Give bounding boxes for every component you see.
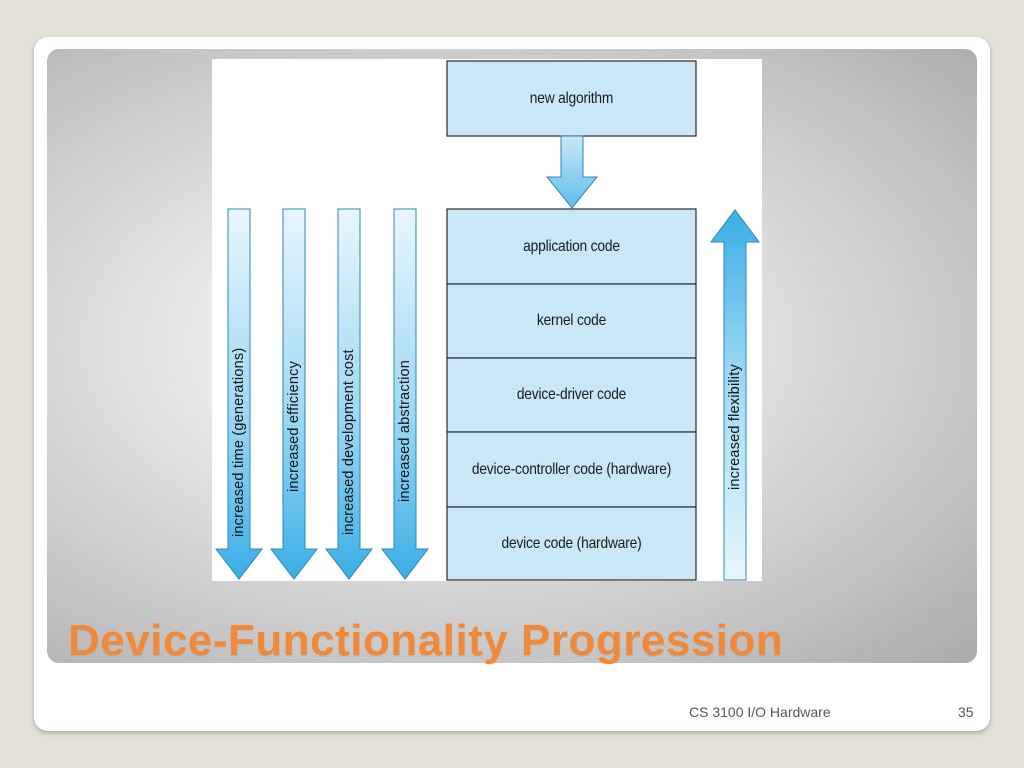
kernel-code-label: kernel code: [536, 312, 607, 329]
device-driver-code-label: device-driver code: [516, 386, 627, 403]
label-increased-abstraction: increased abstraction: [397, 359, 413, 502]
footer-course: CS 3100 I/O Hardware: [689, 704, 831, 720]
label-increased-flexibility: increased flexibility: [727, 364, 743, 490]
slide-title: Device-Functionality Progression: [68, 616, 784, 665]
device-controller-code-label: device-controller code (hardware): [471, 460, 672, 478]
down-arrow-time: [214, 208, 264, 580]
label-increased-time: increased time (generations): [231, 347, 247, 537]
stack-box-controller: [446, 431, 697, 508]
up-arrow-flexibility: [710, 209, 760, 581]
small-down-arrow: [545, 135, 599, 209]
application-code-label: application code: [523, 237, 620, 255]
down-arrow-efficiency: [269, 208, 319, 580]
page-number: 35: [958, 704, 974, 720]
device-progression-diagram: new algorithm application code kernel co…: [212, 59, 762, 581]
new-algorithm-label: new algorithm: [529, 89, 614, 107]
stack-box-device: [446, 506, 697, 581]
label-increased-efficiency: increased efficiency: [286, 360, 302, 492]
stack-box-kernel: [446, 283, 697, 359]
down-arrow-abstraction: [380, 208, 430, 580]
down-arrow-cost: [324, 208, 374, 580]
label-increased-development-cost: increased development cost: [341, 349, 357, 535]
stack-box-driver: [446, 357, 697, 433]
stack-box-application: [446, 208, 697, 285]
device-code-label: device code (hardware): [501, 534, 642, 552]
diagram-graphics: [214, 60, 760, 581]
